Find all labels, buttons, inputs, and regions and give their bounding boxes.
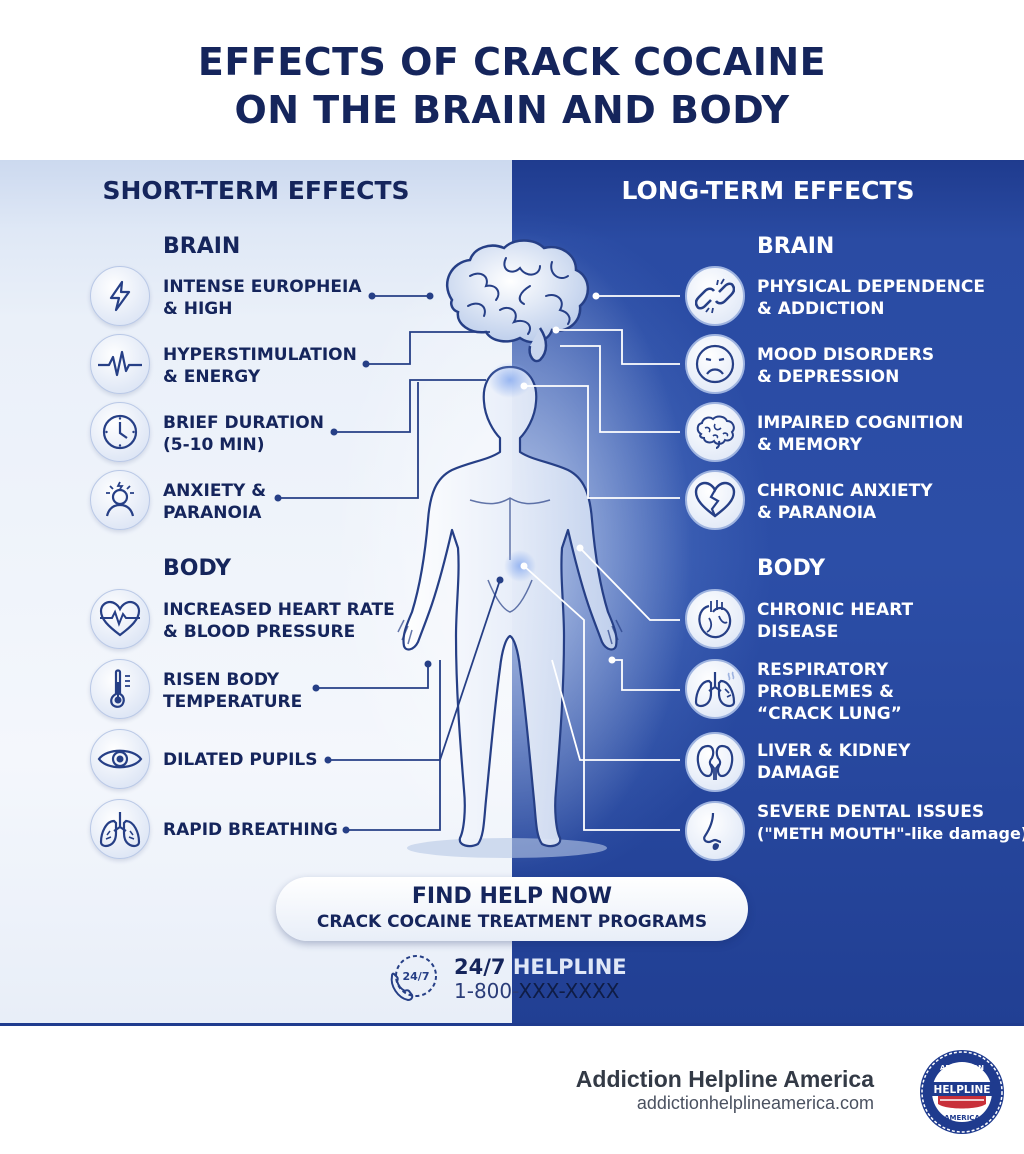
lightning-icon: [90, 266, 150, 326]
eye-icon: [90, 729, 150, 789]
long-term-item-label: CHRONIC ANXIETY & PARANOIA: [757, 481, 933, 523]
svg-text:AMERICA: AMERICA: [944, 1114, 980, 1122]
svg-text:ADDICTION: ADDICTION: [940, 1064, 984, 1072]
title-line-2: ON THE BRAIN AND BODY: [234, 88, 790, 132]
helpline-phone[interactable]: 1-800-XXX-XXXX: [454, 979, 620, 1003]
damaged-lungs-icon: [685, 659, 745, 719]
helpline-label: 24/7 HELPLINE: [454, 955, 627, 979]
svg-text:24/7: 24/7: [403, 970, 430, 983]
long-term-item-label: MOOD DISORDERS & DEPRESSION: [757, 345, 935, 387]
short-term-item-label: ANXIETY & PARANOIA: [163, 481, 267, 523]
short-term-item-label: INTENSE EUROPHEIA & HIGH: [163, 277, 362, 319]
phone-24-7-icon: 24/7: [390, 955, 437, 1002]
find-help-subtitle: CRACK COCAINE TREATMENT PROGRAMS: [316, 912, 708, 932]
long-term-item-label: SEVERE DENTAL ISSUES ("METH MOUTH"-like …: [757, 802, 1024, 843]
clock-icon: [90, 402, 150, 462]
short-term-heading: SHORT-TERM EFFECTS: [102, 176, 410, 205]
broken-heart-icon: [685, 470, 745, 530]
short-term-item-label: BRIEF DURATION (5-10 MIN): [163, 413, 324, 455]
svg-text:HELPLINE: HELPLINE: [934, 1084, 991, 1096]
sad-face-icon: [685, 334, 745, 394]
short-term-item-label: RAPID BREATHING: [163, 820, 338, 840]
find-help-button[interactable]: FIND HELP NOW CRACK COCAINE TREATMENT PR…: [276, 877, 748, 941]
long-term-body-label: BODY: [757, 556, 826, 581]
heartbeat-pulse-icon: [90, 334, 150, 394]
anatomical-heart-icon: [685, 589, 745, 649]
brand-url[interactable]: addictionhelplineamerica.com: [636, 1093, 874, 1113]
short-term-item-label: INCREASED HEART RATE & BLOOD PRESSURE: [163, 600, 395, 642]
long-term-item-label: LIVER & KIDNEY DAMAGE: [757, 741, 911, 783]
page-title: EFFECTS OF CRACK COCAINE ON THE BRAIN AN…: [0, 38, 1024, 134]
short-term-item-label: RISEN BODY TEMPERATURE: [163, 670, 303, 712]
brain-icon: [685, 402, 745, 462]
long-term-item-label: IMPAIRED COGNITION & MEMORY: [757, 413, 964, 455]
heart-pulse-icon: [90, 589, 150, 649]
long-term-item-label: PHYSICAL DEPENDENCE & ADDICTION: [757, 277, 986, 319]
tooth-nose-icon: [685, 801, 745, 861]
short-term-body-label: BODY: [163, 556, 232, 581]
brand-block: Addiction Helpline America addictionhelp…: [576, 1066, 874, 1114]
short-term-item-label: HYPERSTIMULATION & ENERGY: [163, 345, 357, 387]
title-line-1: EFFECTS OF CRACK COCAINE: [197, 40, 827, 84]
broken-chain-icon: [685, 266, 745, 326]
long-term-heading: LONG-TERM EFFECTS: [621, 176, 915, 205]
short-term-brain-label: BRAIN: [163, 234, 241, 259]
panel-divider: [0, 1023, 1024, 1026]
kidneys-icon: [685, 732, 745, 792]
short-term-item-label: DILATED PUPILS: [163, 750, 318, 770]
long-term-item-label: CHRONIC HEART DISEASE: [757, 600, 914, 642]
brand-name: Addiction Helpline America: [575, 1066, 874, 1092]
find-help-title: FIND HELP NOW: [411, 884, 613, 909]
body-glow: [330, 220, 694, 880]
brand-logo: HELPLINE ADDICTION AMERICA: [920, 1050, 1004, 1134]
anxious-person-icon: [90, 470, 150, 530]
long-term-brain-label: BRAIN: [757, 234, 835, 259]
helpline[interactable]: 24/7 24/7 HELPLINE 1-800-XXX-XXXX: [386, 950, 646, 1006]
lungs-icon: [90, 799, 150, 859]
thermometer-icon: [90, 659, 150, 719]
long-term-item-label: RESPIRATORY PROBLEMES & “CRACK LUNG”: [757, 660, 902, 724]
